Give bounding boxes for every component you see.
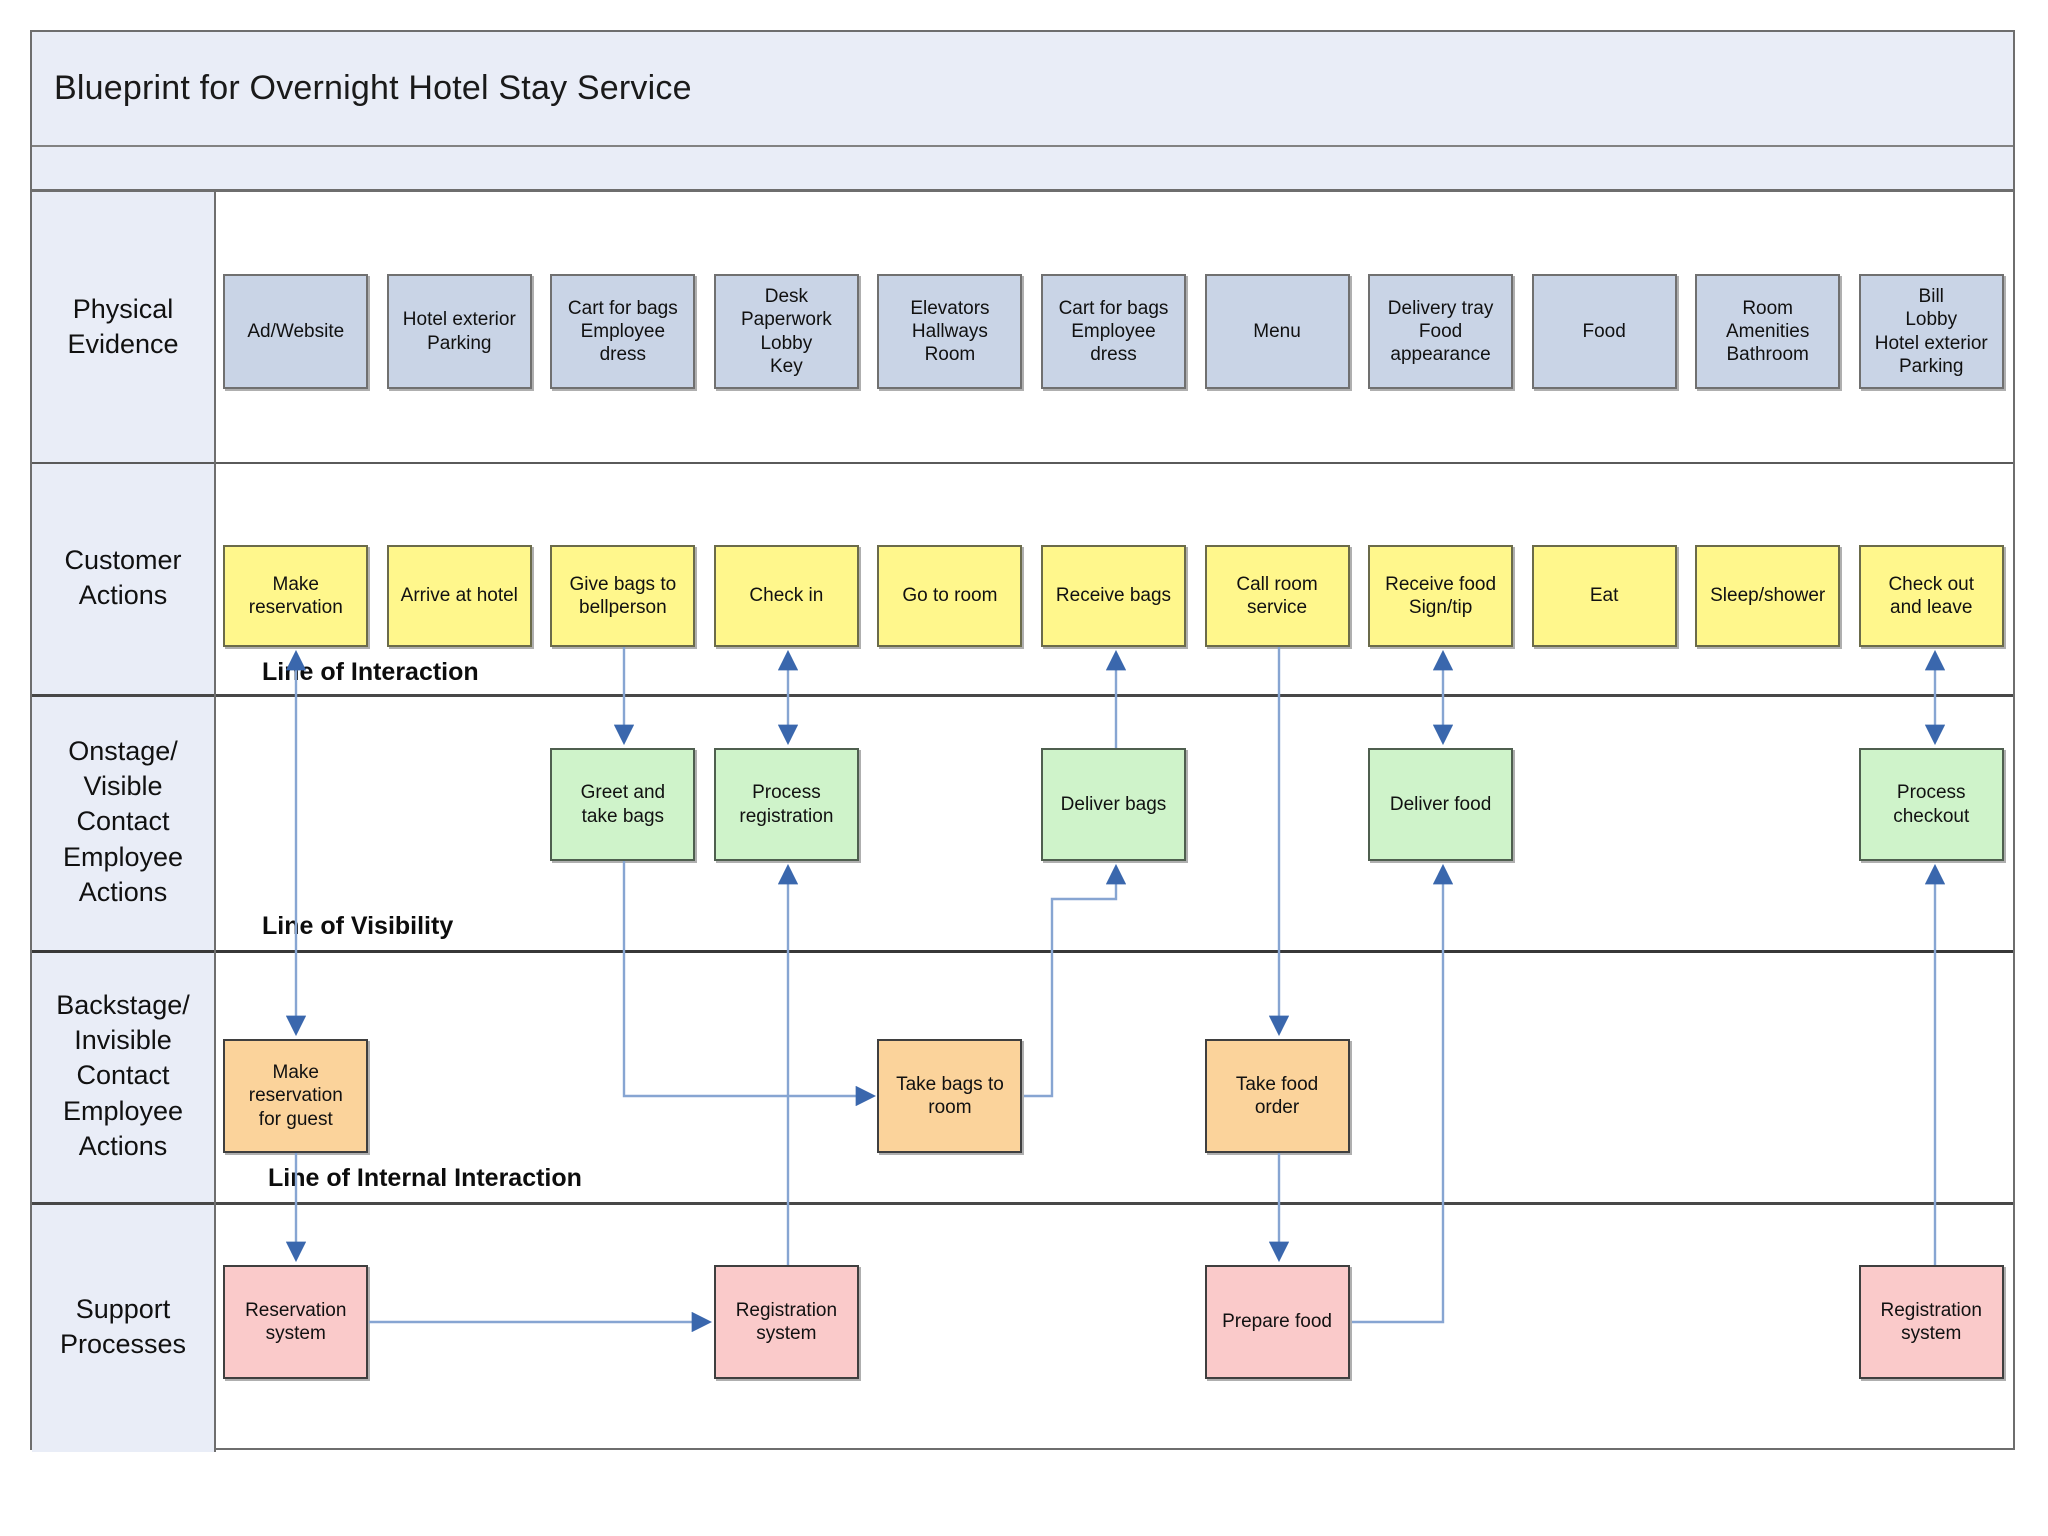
row-label-onstage: Onstage/ Visible Contact Employee Action… — [32, 694, 214, 950]
customer-box-arrive-at-hotel: Arrive at hotel — [386, 545, 532, 647]
customer-box-receive-food: Receive food Sign/tip — [1368, 545, 1514, 647]
support-box-prepare-food: Prepare food — [1204, 1265, 1350, 1379]
header-spacer-row — [32, 145, 2013, 192]
row-label-physical-evidence: Physical Evidence — [32, 192, 214, 462]
line-of-interaction-label: Line of Interaction — [262, 658, 479, 686]
customer-box-eat: Eat — [1531, 545, 1677, 647]
customer-box-make-reservation: Make reservation — [223, 545, 369, 647]
row-label-support: Support Processes — [32, 1202, 214, 1452]
customer-box-go-to-room: Go to room — [877, 545, 1023, 647]
onstage-box-process-registration: Process registration — [713, 748, 859, 861]
customer-box-call-room-service: Call room service — [1204, 545, 1350, 647]
backstage-band: Backstage/ Invisible Contact Employee Ac… — [32, 950, 2013, 1202]
evidence-box-desk-paperwork: Desk Paperwork Lobby Key — [713, 274, 859, 389]
support-box-registration-system-2: Registration system — [1858, 1265, 2004, 1379]
support-band: Support Processes Reservation system Reg… — [32, 1202, 2013, 1452]
backstage-box-make-reservation-for-guest: Make reservation for guest — [223, 1039, 369, 1153]
line-of-interaction — [32, 694, 2013, 697]
evidence-box-room-amenities: Room Amenities Bathroom — [1695, 274, 1841, 389]
onstage-box-deliver-food: Deliver food — [1368, 748, 1514, 861]
support-box-registration-system-1: Registration system — [713, 1265, 859, 1379]
service-blueprint-diagram: Blueprint for Overnight Hotel Stay Servi… — [30, 30, 2015, 1452]
onstage-box-deliver-bags: Deliver bags — [1040, 748, 1186, 861]
onstage-box-process-checkout: Process checkout — [1858, 748, 2004, 861]
evidence-box-delivery-tray: Delivery tray Food appearance — [1368, 274, 1514, 389]
line-of-internal-interaction-label: Line of Internal Interaction — [268, 1164, 582, 1192]
evidence-box-cart-for-bags-1: Cart for bags Employee dress — [550, 274, 696, 389]
evidence-box-food: Food — [1531, 274, 1677, 389]
evidence-box-ad-website: Ad/Website — [223, 274, 369, 389]
header-divider — [32, 189, 2013, 192]
evidence-customer-divider — [32, 462, 2013, 464]
evidence-box-cart-for-bags-2: Cart for bags Employee dress — [1040, 274, 1186, 389]
customer-box-check-in: Check in — [713, 545, 859, 647]
evidence-box-menu: Menu — [1204, 274, 1350, 389]
customer-box-give-bags: Give bags to bellperson — [550, 545, 696, 647]
customer-box-sleep-shower: Sleep/shower — [1695, 545, 1841, 647]
evidence-box-hotel-exterior: Hotel exterior Parking — [386, 274, 532, 389]
support-box-reservation-system: Reservation system — [223, 1265, 369, 1379]
backstage-box-take-bags-to-room: Take bags to room — [877, 1039, 1023, 1153]
label-column-divider — [214, 189, 216, 1452]
title-divider — [32, 145, 2013, 147]
customer-actions-band: Customer Actions Make reservation Arrive… — [32, 462, 2013, 694]
line-of-visibility-label: Line of Visibility — [262, 912, 454, 940]
row-label-backstage: Backstage/ Invisible Contact Employee Ac… — [32, 950, 214, 1202]
evidence-box-bill-lobby: Bill Lobby Hotel exterior Parking — [1858, 274, 2004, 389]
line-of-internal-interaction — [32, 1202, 2013, 1205]
evidence-box-elevators: Elevators Hallways Room — [877, 274, 1023, 389]
row-label-customer-actions: Customer Actions — [32, 462, 214, 694]
onstage-band: Onstage/ Visible Contact Employee Action… — [32, 694, 2013, 950]
physical-evidence-band: Physical Evidence Ad/Website Hotel exter… — [32, 192, 2013, 462]
customer-box-receive-bags: Receive bags — [1040, 545, 1186, 647]
customer-box-check-out: Check out and leave — [1858, 545, 2004, 647]
line-of-visibility — [32, 950, 2013, 953]
backstage-box-take-food-order: Take food order — [1204, 1039, 1350, 1153]
page-title: Blueprint for Overnight Hotel Stay Servi… — [32, 32, 2013, 145]
onstage-box-greet-take-bags: Greet and take bags — [550, 748, 696, 861]
